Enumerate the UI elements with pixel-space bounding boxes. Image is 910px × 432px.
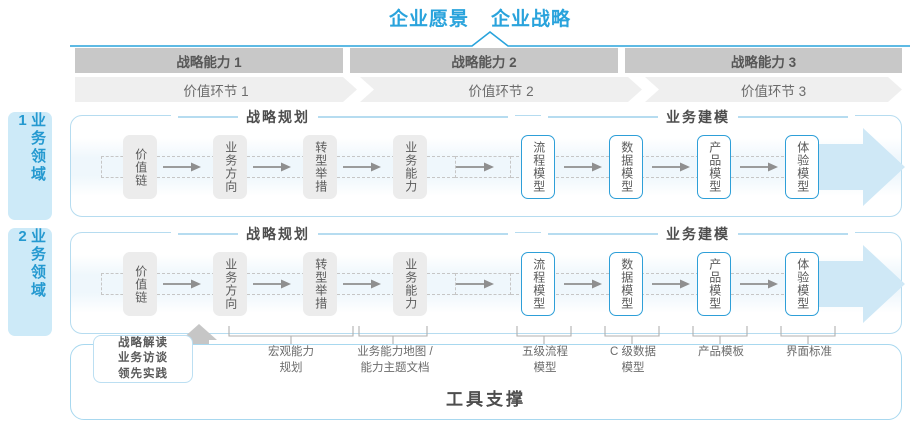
domain-1-track-b [511,156,789,178]
value-chain-cell-2[interactable]: 价值环节 2 [360,77,642,102]
tool-label-c-level-data-model: C 级数据 模型 [610,346,656,374]
capability-cell-2[interactable]: 战略能力 2 [350,48,618,73]
title-enterprise-vision: 企业愿景 [388,8,469,30]
node-experience-model-2[interactable]: 体验模型 [785,252,819,316]
tool-label-capability-map: 业务能力地图 / 能力主题文档 [357,346,433,374]
node-value-chain-2[interactable]: 价值链 [123,252,157,316]
node-data-model-2[interactable]: 数据模型 [609,252,643,316]
tool-label-macro-capability-planning: 宏观能力 规划 [268,346,314,374]
section-title-strategy-2: 战略规划 [246,226,310,242]
domain-2-section-header-modeling: 业务建模 [541,224,855,244]
section-title-modeling-2: 业务建模 [666,226,730,242]
node-transformation-measures-2[interactable]: 转型举措 [303,252,337,316]
arrow-icon-2-7 [740,279,778,289]
node-business-direction-2[interactable]: 业务方向 [213,252,247,316]
tool-label-ui-standard: 界面标准 [786,346,832,358]
node-process-model-2[interactable]: 流程模型 [521,252,555,316]
node-business-direction-1[interactable]: 业务方向 [213,135,247,199]
node-process-model-1[interactable]: 流程模型 [521,135,555,199]
capability-bar: 战略能力 1 战略能力 2 战略能力 3 [75,48,902,73]
node-business-capability-2[interactable]: 业务能力 [393,252,427,316]
arrow-icon-1-5 [564,162,602,172]
domain-row-2: 战略规划 业务建模 价值链 业务方向 转型举措 业务能力 流程模型 数据模型 产… [70,224,905,334]
title-enterprise-strategy: 企业战略 [491,8,572,30]
node-data-model-1[interactable]: 数据模型 [609,135,643,199]
arrow-icon-1-1 [163,162,201,172]
capability-cell-1[interactable]: 战略能力 1 [75,48,343,73]
tool-label-five-level-process-model: 五级流程 模型 [522,346,568,374]
tool-label-product-template: 产品模板 [698,346,744,358]
arrow-icon-1-3 [343,162,381,172]
arrow-icon-2-1 [163,279,201,289]
vision-connector-line [70,30,910,50]
domain-2-track-mid [455,273,511,295]
node-product-model-1[interactable]: 产品模型 [697,135,731,199]
arrow-icon-2-2 [253,279,291,289]
tool-support-container: 工具支撑 战略解读 业务访谈 领先实践 宏观能力 规划 业务能力地图 / 能力主… [70,335,902,420]
arrow-icon-2-5 [564,279,602,289]
sidebar-item-domain-1[interactable]: 业务领域 1 [8,112,52,220]
node-transformation-measures-1[interactable]: 转型举措 [303,135,337,199]
arrow-icon-1-7 [740,162,778,172]
domain-1-label: 业务领域 1 [14,112,46,184]
domain-1-track-mid [455,156,511,178]
capability-cell-3[interactable]: 战略能力 3 [625,48,902,73]
arrow-icon-1-2 [253,162,291,172]
domain-2-section-header-strategy: 战略规划 [171,224,515,244]
tool-chip-strategy-interpretation[interactable]: 战略解读 业务访谈 领先实践 [93,335,193,383]
arrow-icon-2-6 [652,279,690,289]
value-chain-cell-3[interactable]: 价值环节 3 [645,77,902,102]
value-chain-cell-1[interactable]: 价值环节 1 [75,77,357,102]
node-product-model-2[interactable]: 产品模型 [697,252,731,316]
value-chain-bar: 价值环节 1 价值环节 2 价值环节 3 [75,77,902,102]
node-value-chain-1[interactable]: 价值链 [123,135,157,199]
top-titles: 企业愿景 企业战略 [340,4,620,30]
domain-1-section-header-strategy: 战略规划 [171,107,515,127]
arrow-icon-2-3 [343,279,381,289]
arrow-icon-2-4 [456,279,494,289]
tool-support-title: 工具支撑 [446,390,526,409]
domain-row-1: 战略规划 业务建模 价值链 业务方向 转型举措 业务能力 流程模型 数据模型 产… [70,107,905,217]
domain-1-section-header-modeling: 业务建模 [541,107,855,127]
domain-2-label: 业务领域 2 [14,228,46,300]
section-title-strategy-1: 战略规划 [246,109,310,125]
section-title-modeling-1: 业务建模 [666,109,730,125]
arrow-icon-1-6 [652,162,690,172]
arrow-icon-1-4 [456,162,494,172]
node-experience-model-1[interactable]: 体验模型 [785,135,819,199]
node-business-capability-1[interactable]: 业务能力 [393,135,427,199]
sidebar-item-domain-2[interactable]: 业务领域 2 [8,228,52,336]
domain-2-track-b [511,273,789,295]
